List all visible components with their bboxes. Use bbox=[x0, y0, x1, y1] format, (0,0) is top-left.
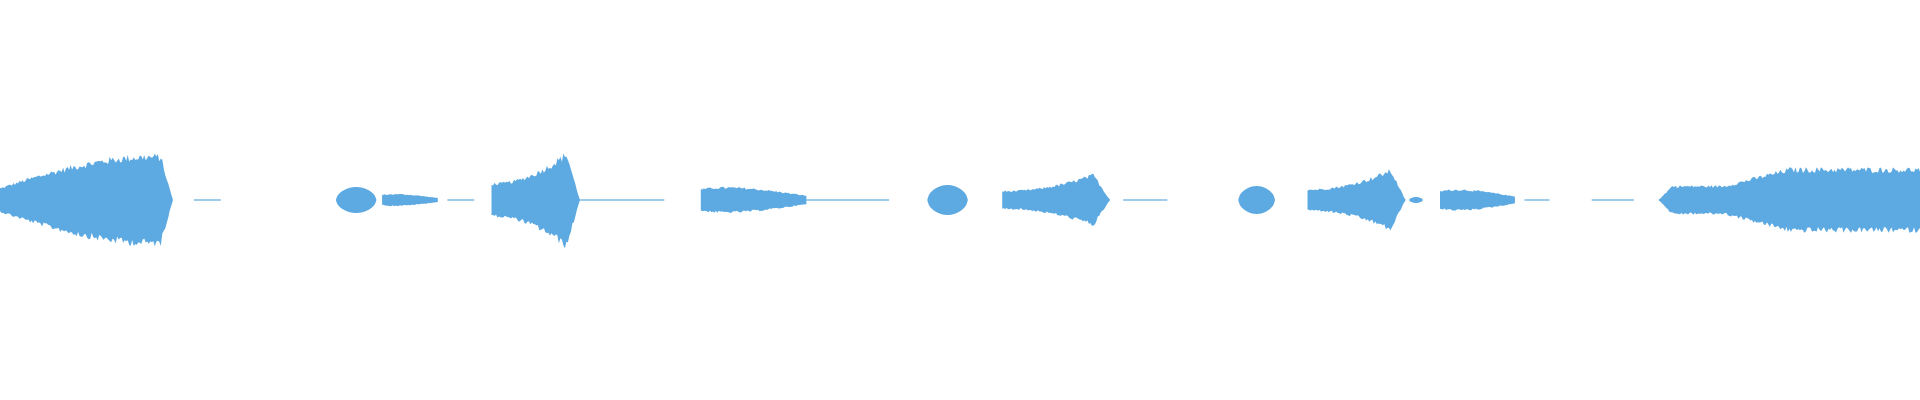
waveform-segment-1 bbox=[193, 199, 221, 201]
waveform-segment-0 bbox=[0, 153, 173, 247]
waveform-segment-5 bbox=[491, 153, 580, 249]
waveform-segment-2 bbox=[336, 187, 377, 213]
waveform-segment-17 bbox=[1591, 199, 1634, 201]
waveform-segment-18 bbox=[1658, 167, 1920, 233]
waveform-segment-6 bbox=[579, 199, 665, 201]
waveform-segment-16 bbox=[1524, 199, 1550, 201]
waveform-segment-7 bbox=[700, 186, 807, 214]
waveform-segment-12 bbox=[1238, 186, 1275, 214]
waveform-segment-4 bbox=[447, 199, 475, 201]
waveform-segment-3 bbox=[382, 193, 438, 207]
waveform-segment-15 bbox=[1440, 189, 1515, 211]
waveform-segment-10 bbox=[1002, 173, 1110, 226]
waveform-segment-8 bbox=[806, 199, 889, 201]
waveform-segment-9 bbox=[927, 185, 968, 215]
waveform-segment-13 bbox=[1307, 169, 1406, 231]
waveform-segment-14 bbox=[1409, 197, 1423, 203]
waveform-segment-11 bbox=[1123, 199, 1168, 201]
